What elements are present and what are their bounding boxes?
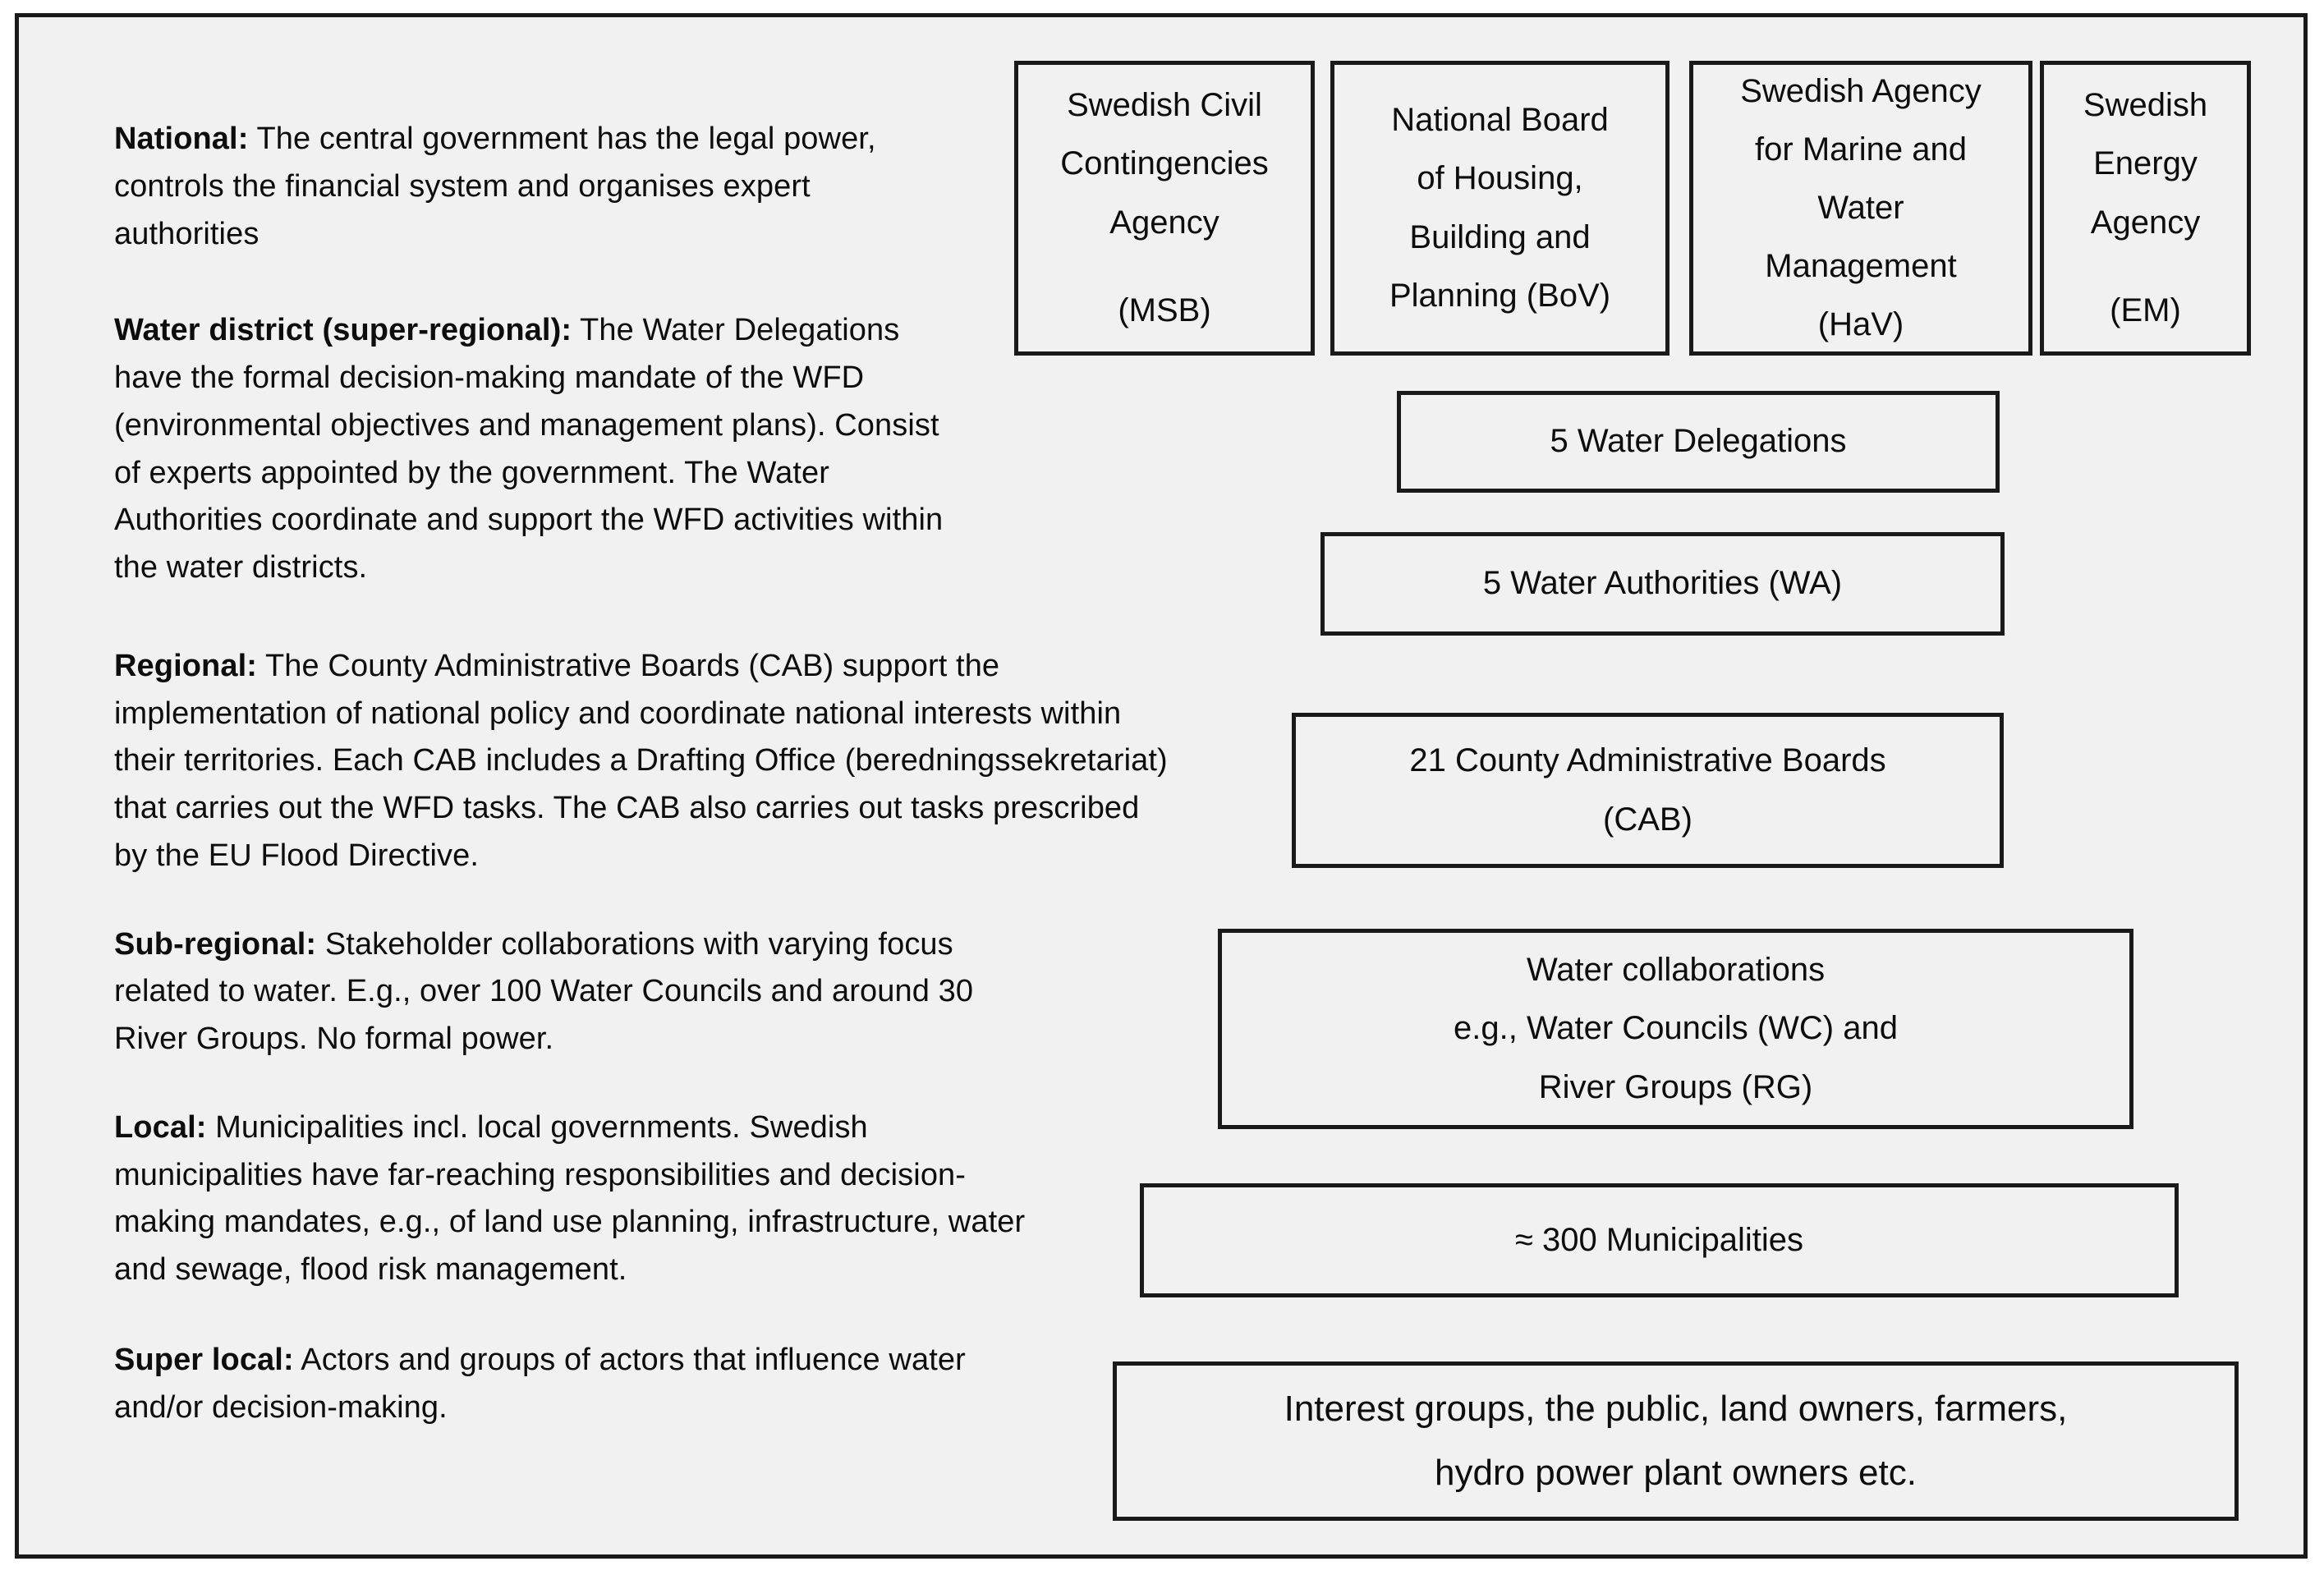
level-paragraph-national: National: The central government has the… (114, 116, 935, 258)
box-bov-line-3: Building and (1409, 218, 1591, 255)
level-paragraph-super-local: Super local: Actors and groups of actors… (114, 1337, 1054, 1432)
level-text-super-local: Actors and groups of actors that influen… (114, 1342, 966, 1425)
box-em-line-4: (EM) (2110, 292, 2181, 328)
box-msb-line-3: Agency (1109, 204, 1219, 241)
box-municipalities: ≈ 300 Municipalities (1140, 1183, 2179, 1297)
level-text-sub-regional: Stakeholder collaborations with varying … (114, 926, 974, 1057)
box-bov-line-2: of Housing, (1417, 160, 1583, 197)
box-msb-line-4: (MSB) (1118, 292, 1211, 328)
box-swedish-civil-contingencies-agency: Swedish Civil Contingencies Agency (MSB) (1014, 61, 1315, 356)
box-water-collaborations: Water collaborations e.g., Water Council… (1218, 929, 2133, 1129)
box-interest-groups-line-1: Interest groups, the public, land owners… (1284, 1388, 2068, 1429)
box-swedish-energy-agency: Swedish Energy Agency (EM) (2040, 61, 2251, 356)
box-water-delegations: 5 Water Delegations (1397, 391, 2000, 493)
box-em-line-1: Swedish (2083, 87, 2208, 124)
level-paragraph-water-district: Water district (super-regional): The Wat… (114, 307, 948, 592)
box-hav-line-2: for Marine and (1755, 131, 1967, 168)
box-bov-line-1: National Board (1391, 102, 1609, 139)
box-em-line-2: Energy (2093, 145, 2198, 182)
level-label-regional: Regional: (114, 648, 258, 683)
box-bov-line-4: Planning (BoV) (1389, 277, 1611, 314)
level-text-local: Municipalities incl. local governments. … (114, 1109, 1026, 1287)
box-msb-spacer (1027, 252, 1302, 282)
box-em-spacer (2052, 252, 2239, 282)
box-county-administrative-boards: 21 County Administrative Boards (CAB) (1292, 713, 2004, 868)
box-em-line-3: Agency (2090, 204, 2201, 241)
level-paragraph-local: Local: Municipalities incl. local govern… (114, 1104, 1046, 1294)
box-water-collaborations-line-3: River Groups (RG) (1538, 1068, 1813, 1105)
level-paragraph-sub-regional: Sub-regional: Stakeholder collaborations… (114, 921, 1026, 1063)
governance-levels-description: National: The central government has the… (114, 116, 1206, 1431)
box-hav-line-3: Water (1817, 189, 1904, 226)
level-label-sub-regional: Sub-regional: (114, 926, 317, 962)
level-text-regional: The County Administrative Boards (CAB) s… (114, 648, 1168, 873)
box-water-delegations-line-1: 5 Water Delegations (1550, 423, 1847, 460)
level-text-national: The central government has the legal pow… (114, 122, 876, 251)
level-paragraph-regional: Regional: The County Administrative Boar… (114, 643, 1169, 880)
box-county-boards-line-1: 21 County Administrative Boards (1409, 742, 1886, 779)
box-interest-groups: Interest groups, the public, land owners… (1113, 1361, 2239, 1521)
box-water-collaborations-line-2: e.g., Water Councils (WC) and (1454, 1010, 1898, 1047)
box-hav-line-5: (HaV) (1817, 306, 1904, 343)
box-water-authorities-line-1: 5 Water Authorities (WA) (1482, 565, 1843, 602)
box-msb-line-2: Contingencies (1060, 145, 1269, 182)
box-municipalities-line-1: ≈ 300 Municipalities (1514, 1221, 1803, 1258)
box-hav-line-1: Swedish Agency (1740, 72, 1982, 109)
box-msb-line-1: Swedish Civil (1067, 87, 1262, 124)
box-interest-groups-line-2: hydro power plant owners etc. (1435, 1453, 1917, 1493)
box-water-collaborations-line-1: Water collaborations (1526, 952, 1826, 989)
level-label-national: National: (114, 122, 249, 156)
box-swedish-agency-for-marine-and-water-management: Swedish Agency for Marine and Water Mana… (1689, 61, 2032, 356)
level-label-super-local: Super local: (114, 1342, 294, 1377)
level-text-water-district: The Water Delegations have the formal de… (114, 313, 944, 585)
box-county-boards-line-2: (CAB) (1603, 801, 1692, 838)
level-label-local: Local: (114, 1109, 207, 1145)
figure-frame: National: The central government has the… (15, 13, 2308, 1559)
box-national-board-of-housing-building-and-planning: National Board of Housing, Building and … (1330, 61, 1670, 356)
box-hav-line-4: Management (1765, 248, 1957, 285)
level-label-water-district: Water district (super-regional): (114, 313, 572, 348)
box-water-authorities: 5 Water Authorities (WA) (1320, 532, 2005, 636)
